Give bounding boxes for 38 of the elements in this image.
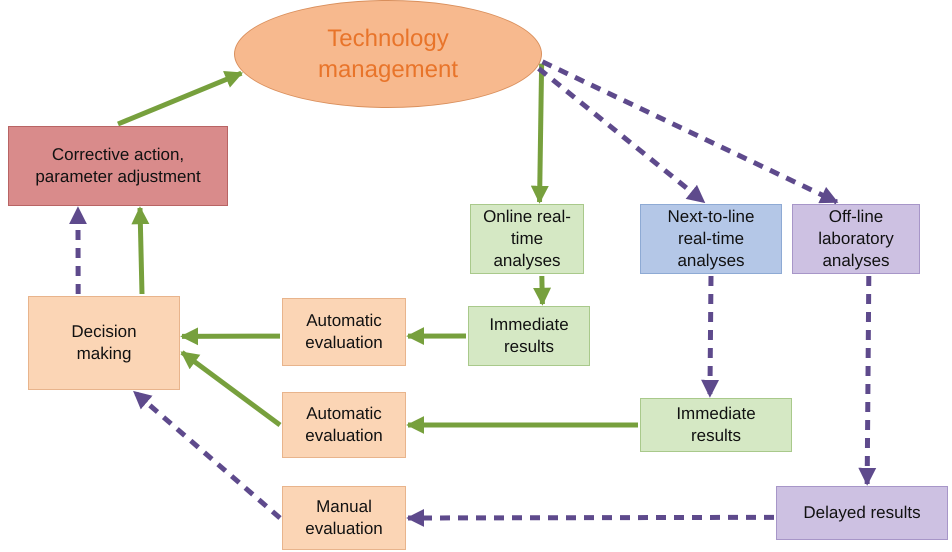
results-box [640, 398, 792, 452]
arrow [406, 416, 638, 434]
arrow [406, 327, 466, 346]
evaluation-box [282, 486, 406, 550]
arrow [117, 70, 244, 126]
arrow [180, 350, 282, 427]
node-label: Immediate results [488, 314, 570, 358]
arrow [701, 276, 720, 398]
node-label: Delayed results [802, 502, 922, 524]
node-label: Off-line laboratory analyses [817, 206, 895, 272]
arrow [858, 276, 876, 486]
evaluation-box [282, 298, 406, 366]
analysis-box [792, 204, 920, 274]
node-label: Technology management [316, 24, 460, 85]
decision-box [28, 296, 180, 390]
node-label: Immediate results [675, 402, 757, 447]
node-label: Online real-time analyses [482, 206, 572, 272]
node-label: Next-to-line real-time analyses [666, 206, 756, 272]
evaluation-box [282, 392, 406, 458]
action-box [8, 126, 228, 206]
arrow [541, 60, 838, 204]
analysis-box [640, 204, 782, 274]
node-label: Automatic evaluation [304, 402, 384, 447]
arrow [132, 390, 282, 520]
arrow [180, 327, 280, 346]
arrow [406, 508, 774, 527]
node-label: Corrective action, parameter adjustment [34, 144, 202, 188]
arrow [533, 276, 552, 306]
arrow [537, 66, 706, 204]
node-label: Automatic evaluation [304, 310, 384, 354]
results-box [468, 306, 590, 366]
analysis-box [470, 204, 584, 274]
arrow [69, 206, 87, 294]
results-box [776, 486, 948, 540]
arrow [530, 64, 549, 204]
arrow [131, 206, 150, 294]
node-label: Manual evaluation [304, 496, 384, 540]
node-label: Decision making [70, 320, 138, 365]
